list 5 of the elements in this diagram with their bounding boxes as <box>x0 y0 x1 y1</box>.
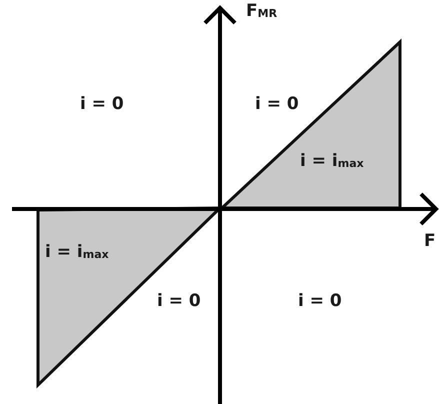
axis-label: F <box>424 232 436 251</box>
region-label: i = 0 <box>80 95 124 114</box>
region-label: i = 0 <box>157 292 201 311</box>
region-label: i = 0 <box>298 292 342 311</box>
region-label: i = 0 <box>255 95 299 114</box>
